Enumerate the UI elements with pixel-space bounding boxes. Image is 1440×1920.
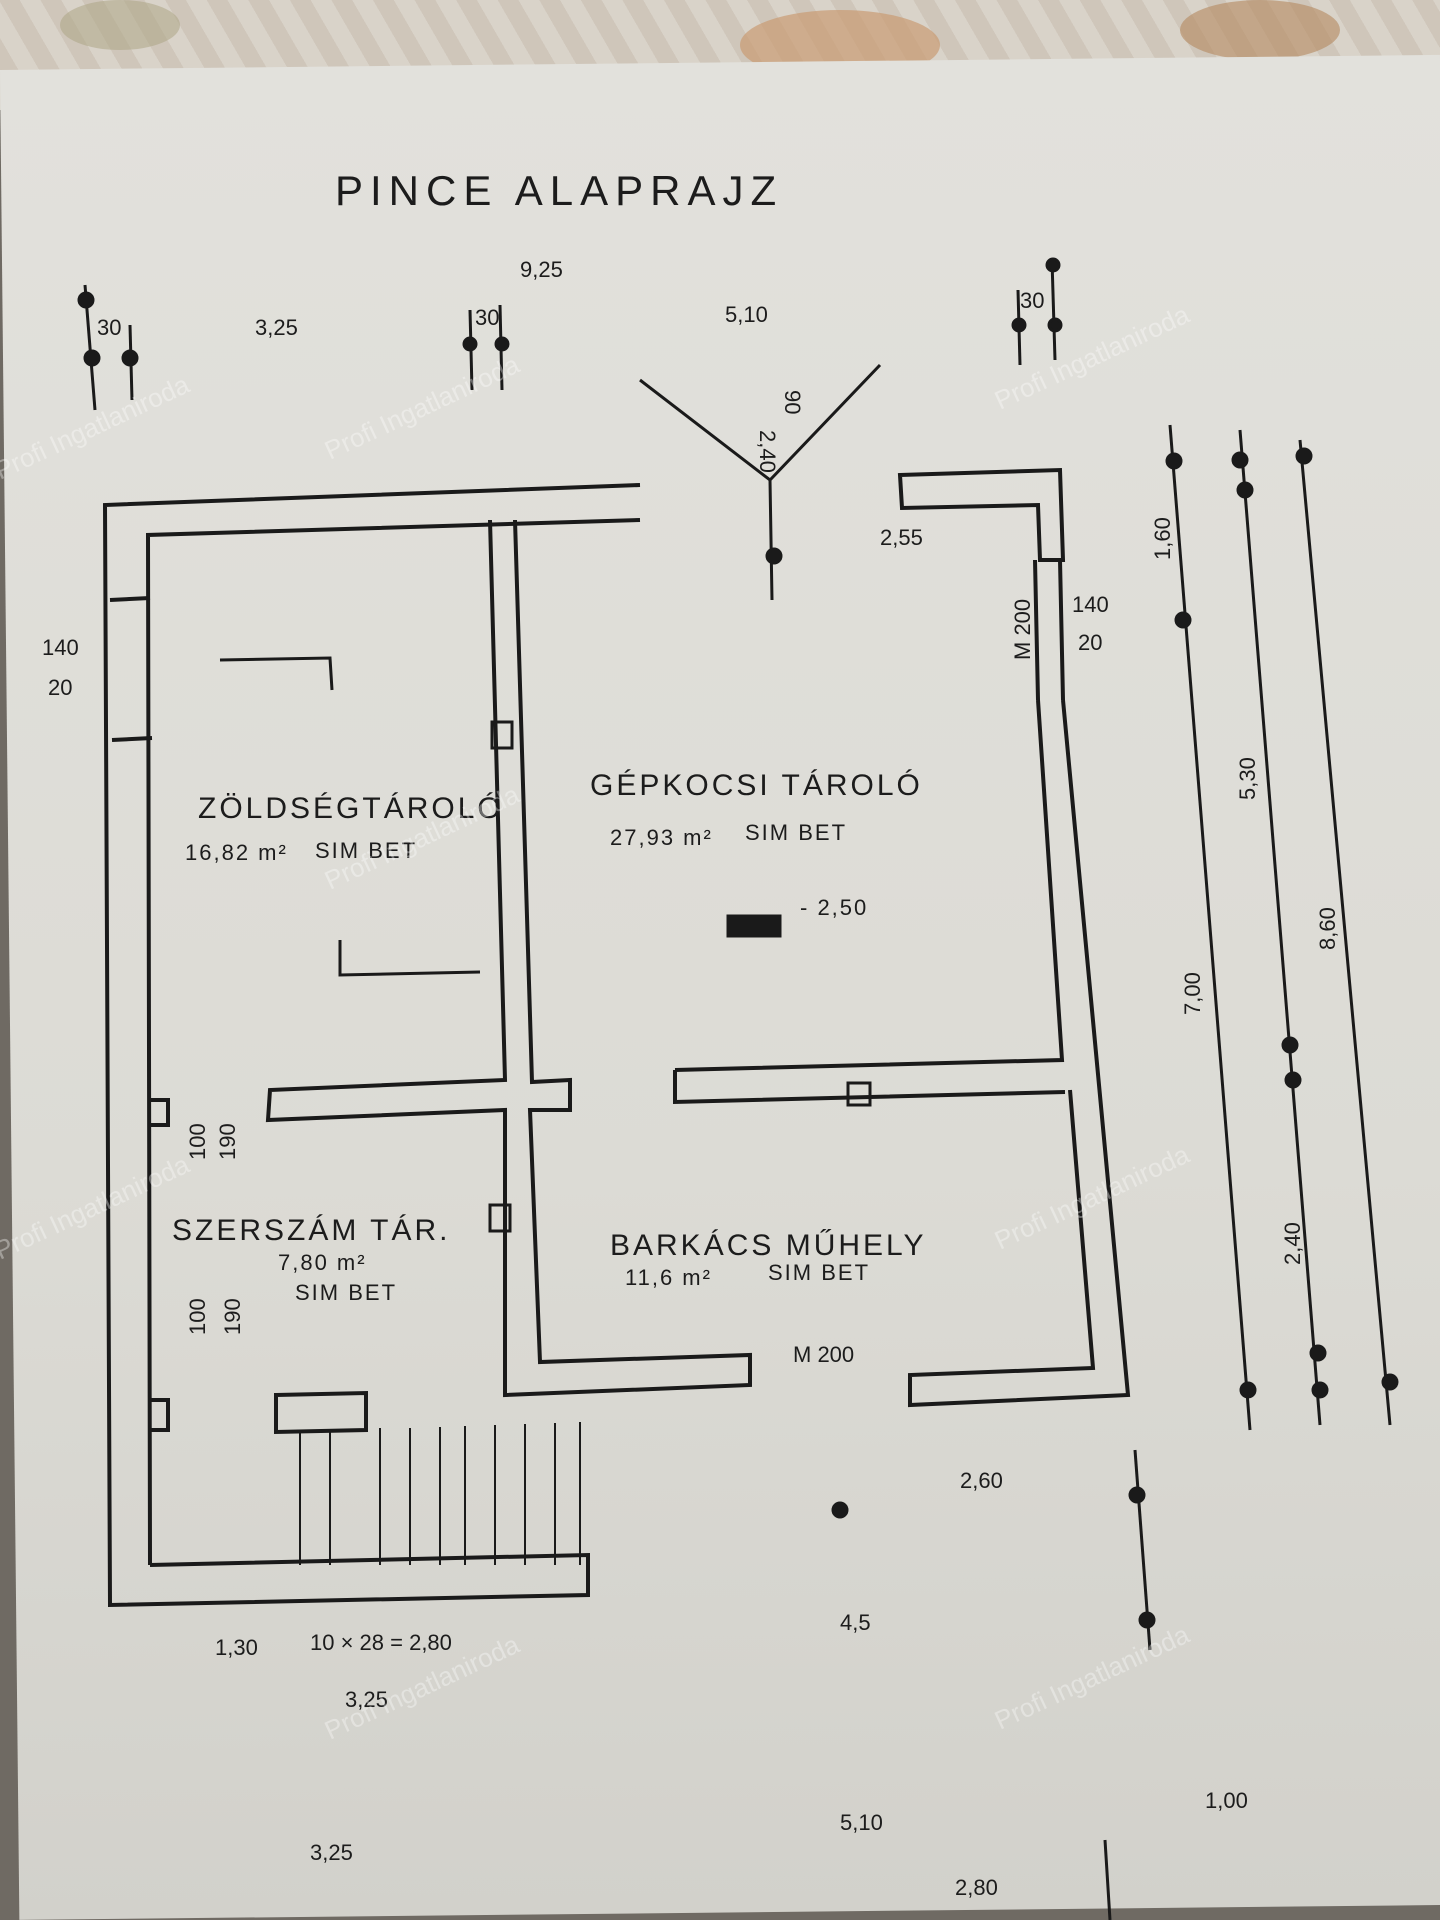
door-height: 190	[220, 1298, 245, 1335]
vent-icon	[488, 1203, 512, 1233]
dim-wall: 30	[1020, 288, 1044, 313]
dim-lower-g: 4,5	[840, 1610, 871, 1635]
inner-wall-left	[145, 518, 641, 1566]
door-swing-bottom	[338, 940, 481, 977]
dim-wall: 30	[97, 315, 121, 340]
dimension-labels: 9,25 3,25 5,10 30 30 30 2,55 140 20 140 …	[42, 257, 1340, 1900]
room-area: 27,93 m²	[610, 825, 713, 850]
dim-window: 140	[1072, 592, 1109, 617]
dim-lower-c: 3,25	[345, 1687, 388, 1712]
door-width: 100	[185, 1123, 210, 1160]
dim-overall-width: 9,25	[520, 257, 563, 282]
dim-lower-e: 1,00	[1205, 1788, 1248, 1813]
outer-wall-left	[102, 483, 641, 1608]
room-name: ZÖLDSÉGTÁROLÓ	[198, 792, 504, 825]
level-label: - 2,50	[800, 895, 868, 920]
stair-dim-b: 90	[780, 390, 805, 414]
watermark: Profi Ingatlaniroda	[0, 369, 194, 486]
room-floor: SIM BET	[768, 1260, 870, 1285]
dim-window: 140	[42, 635, 79, 660]
room-name: SZERSZÁM TÁR.	[172, 1214, 450, 1247]
dim-right-total: 8,60	[1315, 907, 1340, 950]
dim-bottom-span: 2,60	[960, 1468, 1003, 1493]
watermark: Profi Ingatlaniroda	[990, 1139, 1194, 1256]
dim-lower-d: 5,10	[840, 1810, 883, 1835]
stair-landing	[274, 1390, 368, 1435]
dim-lower-c2: 3,25	[310, 1840, 353, 1865]
room-area: 16,82 m²	[185, 840, 288, 865]
room-floor: SIM BET	[295, 1280, 397, 1305]
center-partition	[265, 519, 752, 1398]
stair-treads	[299, 1422, 581, 1565]
dim-door-gap: 2,55	[880, 525, 923, 550]
door-height: 190	[215, 1123, 240, 1160]
outer-wall-top-right	[897, 467, 1066, 562]
door-marker-bottom: M 200	[793, 1342, 854, 1367]
room-name: GÉPKOCSI TÁROLÓ	[590, 769, 923, 802]
dim-lower-f: 2,80	[955, 1875, 998, 1900]
dim-window-sub: 20	[48, 675, 72, 700]
outer-wall-right	[908, 699, 1131, 1408]
room-name: BARKÁCS MŰHELY	[610, 1229, 927, 1262]
window-frame-right	[1033, 559, 1065, 701]
level-marker	[726, 914, 782, 938]
door-width: 100	[185, 1298, 210, 1335]
dim-right-mid: 5,30	[1235, 757, 1260, 800]
room-labels: ZÖLDSÉGTÁROLÓ 16,82 m² SIM BET GÉPKOCSI …	[172, 769, 927, 1305]
dim-right-span: 5,10	[725, 302, 768, 327]
vent-icon	[846, 1081, 872, 1107]
dim-wall: 30	[475, 305, 499, 330]
stair-dim-a: 2,40	[755, 430, 780, 473]
door-swing-top	[219, 656, 334, 691]
plan-title: PINCE ALAPRAJZ	[335, 167, 783, 214]
watermark: Profi Ingatlaniroda	[990, 1619, 1194, 1736]
door-markers	[219, 363, 882, 1233]
dim-lower-a: 1,30	[215, 1635, 258, 1660]
watermark: Profi Ingatlaniroda	[0, 1149, 194, 1266]
room-floor: SIM BET	[745, 820, 847, 845]
vent-icon	[490, 720, 514, 750]
dim-right-top: 1,60	[1150, 517, 1175, 560]
dimension-lines	[77, 257, 1399, 1920]
watermark: Profi Ingatlaniroda	[320, 349, 524, 466]
dim-window-sub: 20	[1078, 630, 1102, 655]
walls	[102, 467, 1131, 1608]
watermark-layer: Profi Ingatlaniroda Profi Ingatlaniroda …	[0, 299, 1194, 1746]
dim-left-total: 7,00	[1180, 972, 1205, 1015]
room-floor: SIM BET	[315, 838, 417, 863]
dim-left-span: 3,25	[255, 315, 298, 340]
room-area: 11,6 m²	[625, 1265, 712, 1290]
inner-wall-right	[674, 699, 1065, 1072]
dim-bottom-right: 2,40	[1280, 1222, 1305, 1265]
flower-pattern	[1180, 0, 1340, 60]
dim-lower-b: 10 × 28 = 2,80	[310, 1630, 452, 1655]
flower-pattern	[60, 0, 180, 50]
stair-opening	[639, 363, 882, 601]
door-marker-label: M 200	[1010, 599, 1035, 660]
window-frame-left	[109, 596, 153, 742]
workshop-top-wall	[673, 1070, 1066, 1105]
room-area: 7,80 m²	[278, 1250, 367, 1275]
wall-notches	[148, 1098, 170, 1432]
